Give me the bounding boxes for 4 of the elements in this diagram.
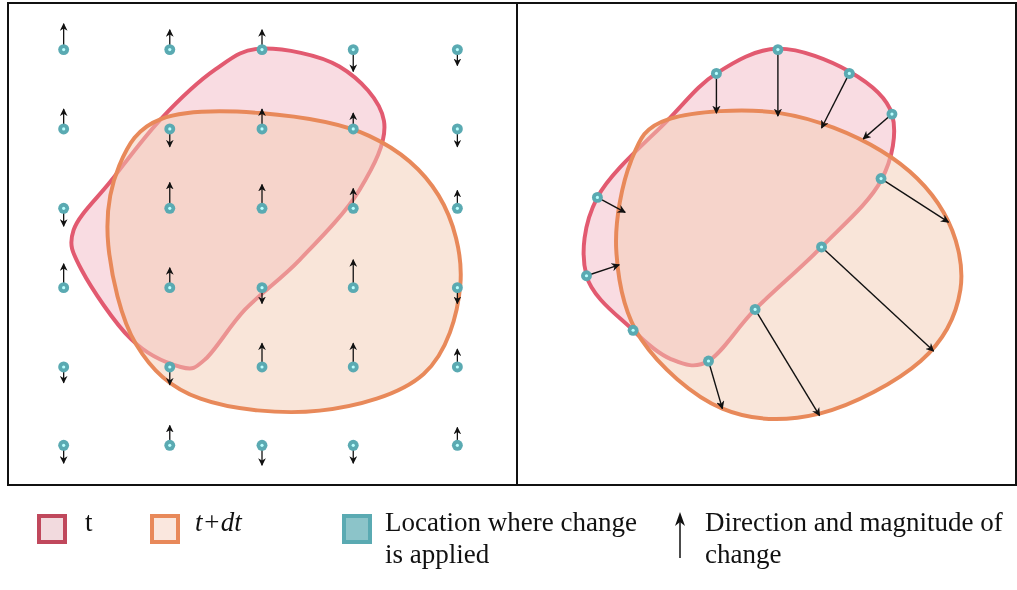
legend-label: t [85,506,94,538]
legend-label: Direction and magnitude of change [705,506,1004,570]
legend-label: Location where change is applied [385,506,638,570]
legend-label: t+dt [195,506,244,538]
